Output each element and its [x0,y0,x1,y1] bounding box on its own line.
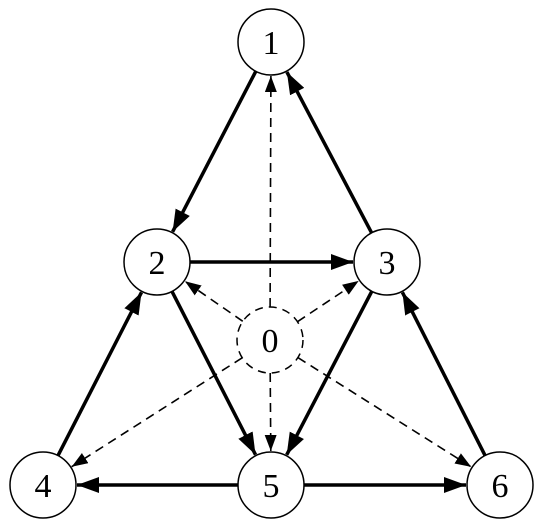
edge-4-to-2 [56,291,144,457]
node-0-circle [236,306,304,374]
edge-3-to-1 [285,71,374,234]
edge-0-to-3 [297,280,360,323]
edge-0-to-2 [184,280,244,322]
node-2-label: 2 [149,245,166,282]
edge-2-to-5 [170,290,258,456]
node-0-label: 0 [262,323,279,360]
node-1-label: 1 [263,25,280,62]
node-3-circle [353,228,421,296]
node-4-label: 4 [35,468,52,505]
edges-layer [56,70,487,493]
edge-3-to-5 [285,290,374,456]
nodes-layer: 0 1 2 3 4 5 6 [9,8,534,519]
node-0: 0 [236,306,304,374]
node-4-circle [9,451,77,519]
node-5: 5 [237,451,305,519]
node-6-circle [466,451,534,519]
node-2: 2 [123,228,191,296]
node-1-circle [237,8,305,76]
node-6: 6 [466,451,534,519]
edge-1-to-2 [171,70,258,233]
node-2-circle [123,228,191,296]
edge-6-to-3 [400,291,487,457]
edge-0-to-6 [297,356,472,468]
node-4: 4 [9,451,77,519]
node-6-label: 6 [492,468,509,505]
node-3-label: 3 [379,245,396,282]
node-1: 1 [237,8,305,76]
node-5-circle [237,451,305,519]
edge-0-to-5 [264,372,277,452]
edge-0-to-4 [71,357,243,468]
node-5-label: 5 [263,468,280,505]
node-3: 3 [353,228,421,296]
edge-0-to-1 [264,75,277,308]
